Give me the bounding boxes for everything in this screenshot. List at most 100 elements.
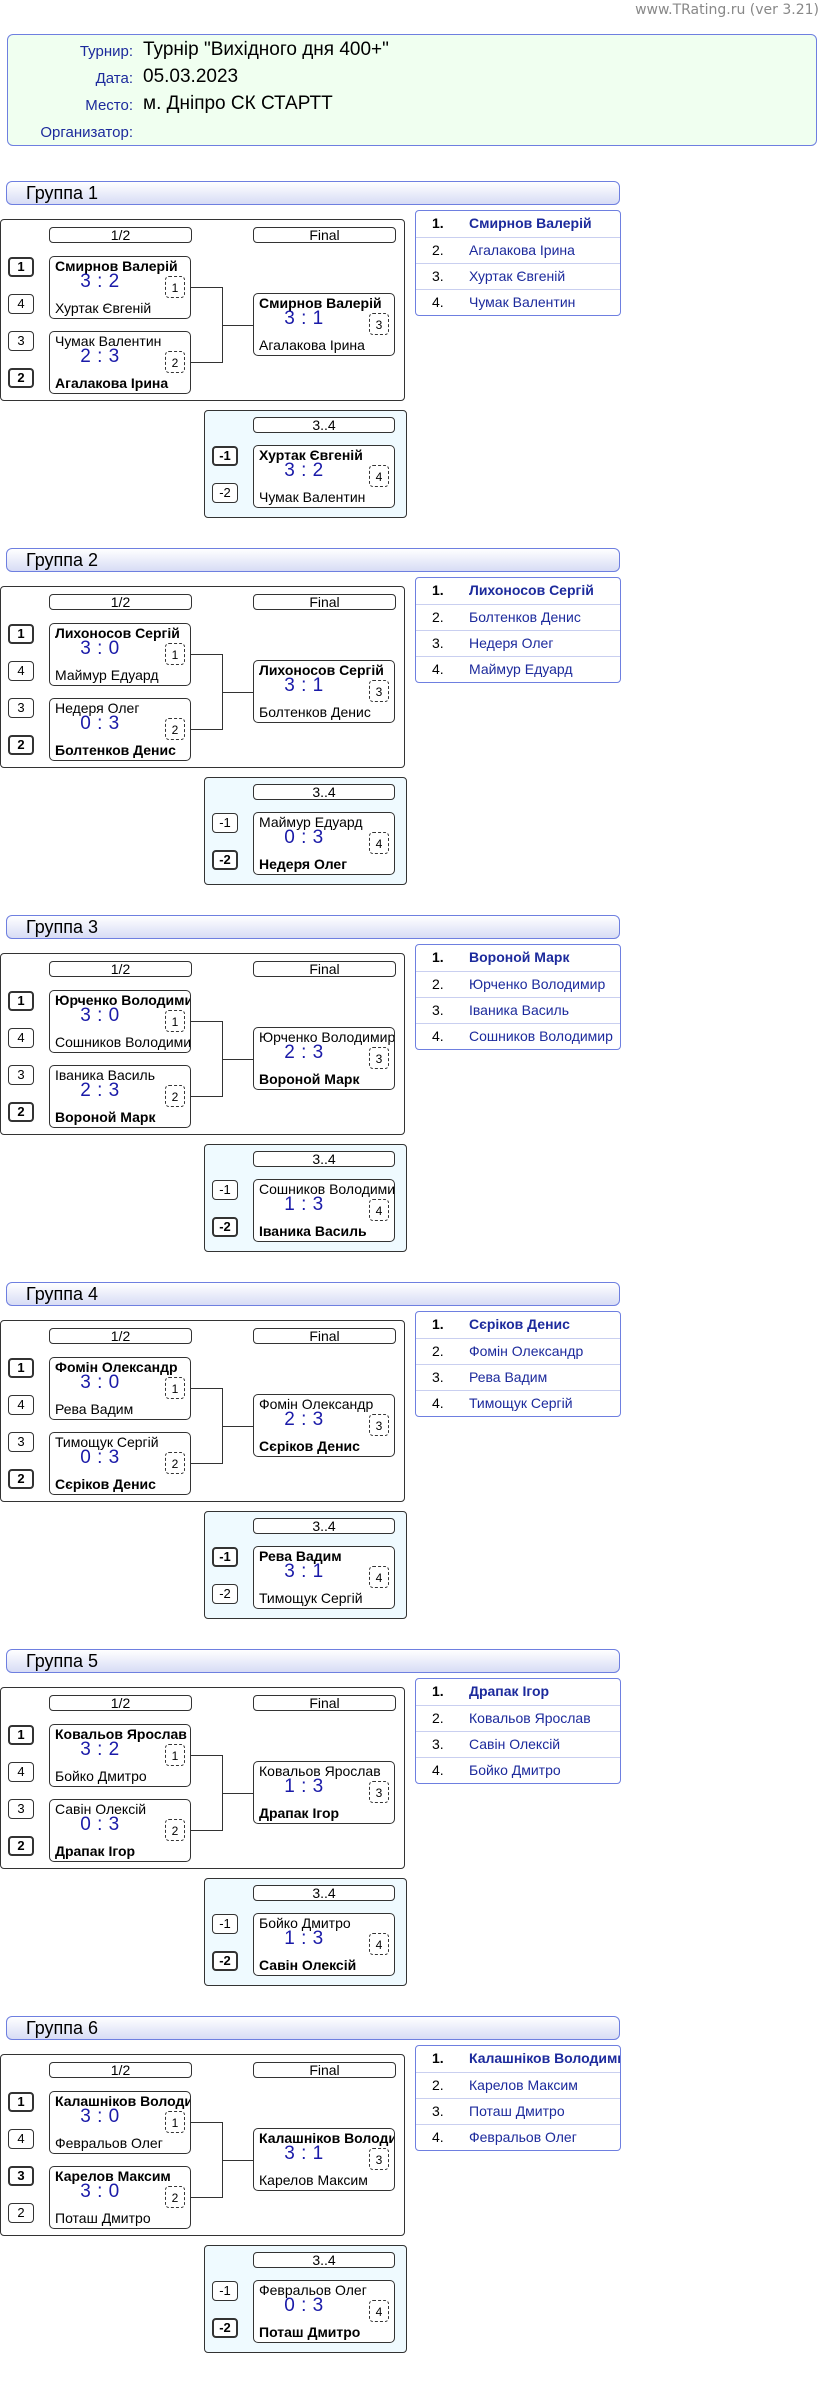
player-name[interactable]: Іваника Василь bbox=[55, 1067, 156, 1083]
standings-player-name[interactable]: Юрченко Володимир bbox=[469, 976, 606, 992]
player-name[interactable]: Савін Олексій bbox=[55, 1801, 147, 1817]
player-name[interactable]: Калашніков Володимир bbox=[55, 2093, 190, 2109]
player-name[interactable]: Тимощук Сергій bbox=[55, 1434, 159, 1450]
player-name[interactable]: Агалакова Ірина bbox=[259, 337, 365, 353]
player-name[interactable]: Чумак Валентин bbox=[55, 333, 162, 349]
standings-row[interactable]: 2.Агалакова Ірина bbox=[416, 237, 620, 263]
standings-player-name[interactable]: Хуртак Євгеній bbox=[469, 268, 566, 284]
player-name[interactable]: Смирнов Валерій bbox=[259, 295, 382, 311]
standings-player-name[interactable]: Сєріков Денис bbox=[469, 1316, 570, 1332]
standings-row[interactable]: 4.Сошников Володимир bbox=[416, 1023, 620, 1049]
player-name[interactable]: Маймур Едуард bbox=[55, 667, 159, 683]
player-name[interactable]: Карелов Максим bbox=[55, 2168, 171, 2184]
player-name[interactable]: Карелов Максим bbox=[259, 2172, 368, 2188]
standings-player-name[interactable]: Чумак Валентин bbox=[469, 294, 576, 310]
standings-player-name[interactable]: Лихоносов Сергій bbox=[469, 582, 594, 598]
standings-player-name[interactable]: Смирнов Валерій bbox=[469, 215, 592, 231]
player-name[interactable]: Вороной Марк bbox=[259, 1071, 360, 1087]
standings-row[interactable]: 4.Бойко Дмитро bbox=[416, 1757, 620, 1783]
standings-player-name[interactable]: Драпак Ігор bbox=[469, 1683, 550, 1699]
standings-player-name[interactable]: Болтенков Денис bbox=[469, 609, 581, 625]
player-name[interactable]: Фомін Олександр bbox=[259, 1396, 374, 1412]
player-name[interactable]: Вороной Марк bbox=[55, 1109, 156, 1125]
standings-row[interactable]: 1.Калашніков Володимир bbox=[416, 2046, 620, 2072]
standings-player-name[interactable]: Вороной Марк bbox=[469, 949, 570, 965]
player-name[interactable]: Юрченко Володимир bbox=[259, 1029, 395, 1045]
player-name[interactable]: Драпак Ігор bbox=[259, 1805, 340, 1821]
standings-row[interactable]: 3.Савін Олексій bbox=[416, 1731, 620, 1757]
player-name[interactable]: Рева Вадим bbox=[55, 1401, 134, 1417]
player-name[interactable]: Болтенков Денис bbox=[259, 704, 371, 720]
standings-row[interactable]: 3.Хуртак Євгеній bbox=[416, 263, 620, 289]
standings-row[interactable]: 1.Смирнов Валерій bbox=[416, 211, 620, 237]
player-name[interactable]: Хуртак Євгеній bbox=[55, 300, 152, 316]
standings-row[interactable]: 2.Ковальов Ярослав bbox=[416, 1705, 620, 1731]
player-name[interactable]: Болтенков Денис bbox=[55, 742, 176, 758]
player-name[interactable]: Февральов Олег bbox=[55, 2135, 163, 2151]
player-name[interactable]: Сошников Володимир bbox=[55, 1034, 191, 1050]
player-name[interactable]: Маймур Едуард bbox=[259, 814, 363, 830]
standings-row[interactable]: 4.Тимощук Сергій bbox=[416, 1390, 620, 1416]
player-name[interactable]: Іваника Василь bbox=[259, 1223, 367, 1239]
standings-player-name[interactable]: Агалакова Ірина bbox=[469, 242, 575, 258]
player-name[interactable]: Калашніков Володимир bbox=[259, 2130, 394, 2146]
standings-row[interactable]: 4.Февральов Олег bbox=[416, 2124, 620, 2150]
player-name[interactable]: Недеря Олег bbox=[259, 856, 348, 872]
standings-player-name[interactable]: Ковальов Ярослав bbox=[469, 1710, 591, 1726]
player-name[interactable]: Савін Олексій bbox=[259, 1957, 357, 1973]
standings-row[interactable]: 3.Рева Вадим bbox=[416, 1364, 620, 1390]
standings-player-name[interactable]: Тимощук Сергій bbox=[469, 1395, 573, 1411]
standings-row[interactable]: 4.Маймур Едуард bbox=[416, 656, 620, 682]
player-name[interactable]: Сєріков Денис bbox=[55, 1476, 156, 1492]
standings-row[interactable]: 4.Чумак Валентин bbox=[416, 289, 620, 315]
player-name[interactable]: Февральов Олег bbox=[259, 2282, 367, 2298]
player-name[interactable]: Лихоносов Сергій bbox=[259, 662, 384, 678]
player-name[interactable]: Ковальов Ярослав bbox=[55, 1726, 187, 1742]
player-name[interactable]: Поташ Дмитро bbox=[259, 2324, 361, 2340]
standings-row[interactable]: 1.Сєріков Денис bbox=[416, 1312, 620, 1338]
player-name[interactable]: Бойко Дмитро bbox=[55, 1768, 147, 1784]
player-name[interactable]: Сєріков Денис bbox=[259, 1438, 360, 1454]
player-name[interactable]: Юрченко Володимир bbox=[55, 992, 191, 1008]
player-name[interactable]: Рева Вадим bbox=[259, 1548, 342, 1564]
standings-row[interactable]: 2.Болтенков Денис bbox=[416, 604, 620, 630]
standings-player-name[interactable]: Февральов Олег bbox=[469, 2129, 577, 2145]
standings-row[interactable]: 3.Недеря Олег bbox=[416, 630, 620, 656]
standings-player-name[interactable]: Фомін Олександр bbox=[469, 1343, 584, 1359]
standings-row[interactable]: 2.Фомін Олександр bbox=[416, 1338, 620, 1364]
standings-row[interactable]: 1.Драпак Ігор bbox=[416, 1679, 620, 1705]
standings-player-name[interactable]: Недеря Олег bbox=[469, 635, 554, 651]
player-name[interactable]: Тимощук Сергій bbox=[259, 1590, 363, 1606]
standings-player-name[interactable]: Рева Вадим bbox=[469, 1369, 548, 1385]
player-name[interactable]: Хуртак Євгеній bbox=[259, 447, 363, 463]
player-name[interactable]: Драпак Ігор bbox=[55, 1843, 136, 1859]
standings-player-name[interactable]: Маймур Едуард bbox=[469, 661, 573, 677]
standings-player-name[interactable]: Калашніков Володимир bbox=[469, 2050, 621, 2066]
standings-player-name[interactable]: Карелов Максим bbox=[469, 2077, 578, 2093]
player-name[interactable]: Лихоносов Сергій bbox=[55, 625, 180, 641]
player-name[interactable]: Смирнов Валерій bbox=[55, 258, 178, 274]
standings-player-name[interactable]: Сошников Володимир bbox=[469, 1028, 613, 1044]
